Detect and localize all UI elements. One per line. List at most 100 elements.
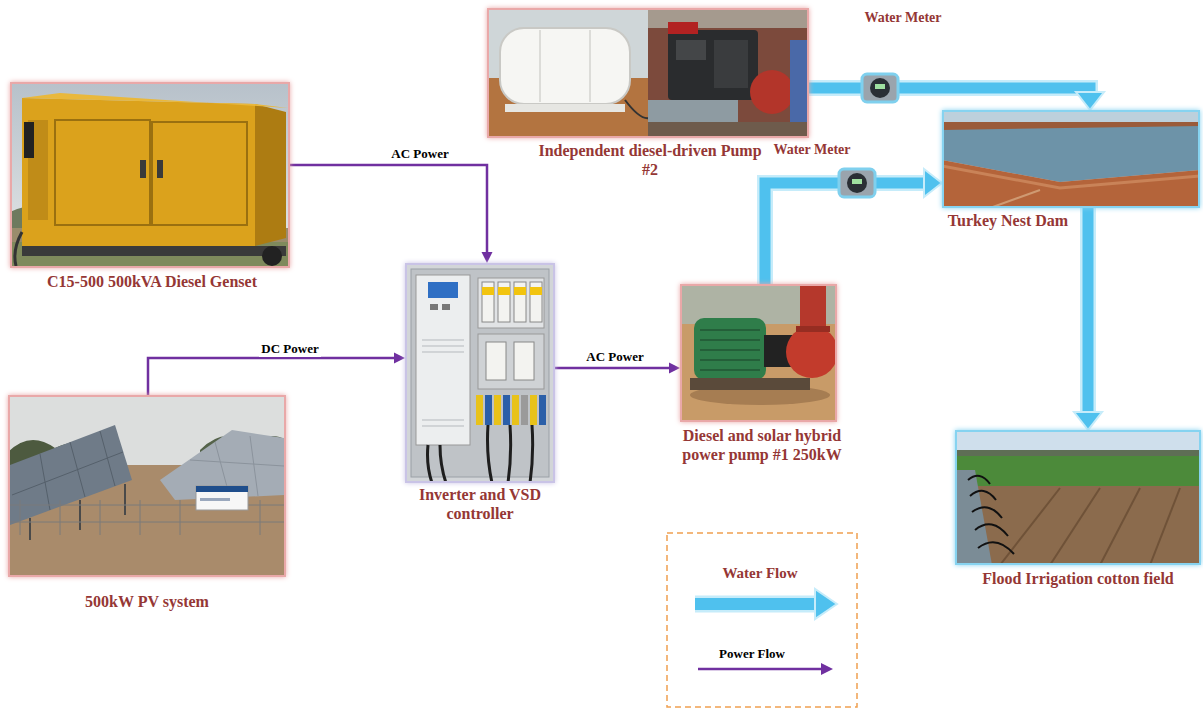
pv-array-photo <box>250 436 258 496</box>
dam-photo <box>990 190 1040 208</box>
genset-photo <box>22 93 288 108</box>
water-meter-icon <box>847 173 867 193</box>
pv-array-photo <box>12 431 123 510</box>
inverter-cabinet-photo <box>521 395 528 425</box>
pv-array-photo <box>160 430 284 500</box>
dam-photo <box>942 110 1200 208</box>
photo-frame: C15-500 500kVA Diesel Genset <box>10 82 290 268</box>
arrow-head <box>924 169 942 197</box>
power-label: AC Power <box>389 146 450 162</box>
inverter-cabinet-photo <box>530 287 542 295</box>
inverter-cabinet-photo <box>485 395 492 425</box>
inverter-cabinet-photo <box>422 420 464 421</box>
inverter-cabinet-photo <box>508 425 511 483</box>
inverter-cabinet-photo <box>422 352 464 353</box>
water-meter-icon <box>852 179 862 184</box>
pv-array-photo <box>100 500 101 535</box>
genset-photo <box>140 160 146 178</box>
dam-photo <box>942 166 1200 188</box>
inverter-cabinet-photo <box>405 263 555 483</box>
inverter-cabinet-photo <box>498 282 510 322</box>
inverter-cabinet-photo <box>422 346 464 347</box>
node-caption: 500kW PV system <box>7 592 287 611</box>
meter-label: Water Meter <box>862 10 943 27</box>
inverter-cabinet-photo <box>514 282 526 322</box>
cotton-field-photo <box>955 430 1201 565</box>
legend-item: Power Flow <box>719 646 785 662</box>
cotton-field-photo <box>970 491 996 500</box>
inverter-cabinet-photo <box>478 278 544 328</box>
node-caption: Turkey Nest Dam <box>933 211 1083 230</box>
photo-frame: Flood Irrigation cotton field <box>955 430 1201 565</box>
pv-array-photo <box>180 500 181 535</box>
inverter-cabinet-photo <box>482 282 494 322</box>
inverter-cabinet-photo <box>430 304 438 310</box>
pv-array-photo <box>8 522 286 523</box>
inverter-cabinet-photo <box>514 287 526 295</box>
hybrid-pump-photo <box>690 378 810 390</box>
power-flow-arrow <box>555 367 670 370</box>
inverter-cabinet-photo <box>442 304 450 310</box>
diesel-pump-photo <box>539 30 541 102</box>
pv-array-photo <box>8 395 286 577</box>
diesel-pump-photo <box>714 40 748 88</box>
diesel-pump-photo <box>790 40 808 135</box>
arrow-head <box>394 353 405 364</box>
hybrid-pump-photo <box>680 284 837 422</box>
cotton-field-photo <box>1000 488 1180 565</box>
pv-array-photo <box>30 484 125 540</box>
inverter-cabinet-photo <box>488 425 493 483</box>
diesel-pump-photo <box>625 100 649 118</box>
legend-water-sample <box>695 596 818 613</box>
diesel-pump-photo <box>676 40 706 60</box>
pv-array-photo <box>190 460 284 466</box>
cotton-field-photo <box>978 542 1014 554</box>
legend-power-sample <box>821 663 833 675</box>
cotton-field-photo <box>968 476 1014 554</box>
water-flow-group <box>1074 208 1102 430</box>
legend-text: Water Flow <box>722 564 797 582</box>
legend-power-sample <box>698 668 822 671</box>
pv-array-photo <box>140 500 141 535</box>
water-meter-icon <box>862 74 898 102</box>
inverter-cabinet-photo <box>530 425 533 483</box>
legend-water-sample <box>815 589 837 619</box>
pv-array-photo <box>60 500 61 535</box>
genset-photo <box>24 122 34 158</box>
node-caption: Independent diesel-driven Pump #2 <box>533 141 768 179</box>
diesel-pump-photo <box>648 100 738 122</box>
cotton-field-photo <box>955 430 1201 565</box>
genset-photo <box>15 232 22 266</box>
dam-photo <box>942 110 1200 208</box>
pv-array-photo <box>29 518 31 540</box>
inverter-cabinet-photo <box>530 282 542 322</box>
pv-array-photo <box>12 452 123 495</box>
legend-text: Power Flow <box>719 646 785 662</box>
hybrid-pump-photo <box>800 284 826 332</box>
genset-photo <box>10 82 290 268</box>
inverter-cabinet-photo <box>514 342 534 380</box>
inverter-cabinet-photo <box>405 263 555 483</box>
water-flow-arrow <box>1083 208 1094 413</box>
hybrid-pump-photo <box>796 326 830 332</box>
water-meter-icon <box>862 74 898 102</box>
diesel-pump-photo <box>589 30 591 102</box>
hybrid-pump-photo <box>786 326 837 378</box>
inverter-cabinet-photo <box>498 287 510 295</box>
cotton-field-photo <box>1150 488 1180 565</box>
diesel-pump-photo <box>668 30 758 100</box>
hybrid-pump-photo <box>700 330 760 370</box>
cotton-field-photo <box>955 486 1201 565</box>
power-flow-group <box>148 353 405 396</box>
photo-frame: Diesel and solar hybrid power pump #1 25… <box>680 284 837 422</box>
water-flow-glow <box>809 88 1090 93</box>
water-meter-icon <box>839 169 875 197</box>
pv-array-photo <box>8 395 286 577</box>
inverter-cabinet-photo <box>482 287 494 295</box>
cotton-field-photo <box>968 476 990 484</box>
inverter-cabinet-photo <box>428 425 533 483</box>
pv-array-photo <box>200 498 230 501</box>
legend-frame <box>667 533 857 707</box>
inverter-cabinet-photo <box>411 269 549 477</box>
